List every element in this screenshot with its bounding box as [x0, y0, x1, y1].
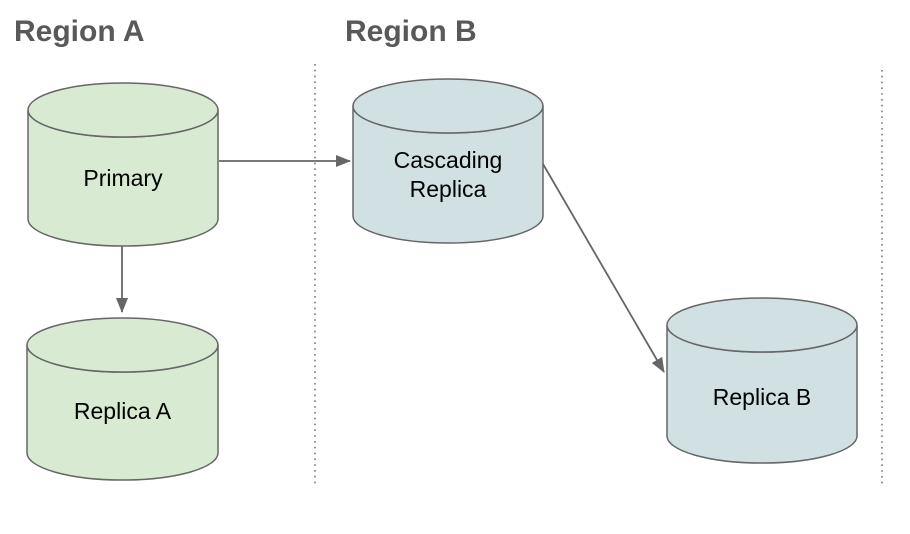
node-primary — [27, 82, 219, 247]
replica-a-cylinder-top — [26, 317, 219, 373]
replica-b-cylinder-top — [666, 297, 858, 353]
node-label-replica-a: Replica A — [73, 398, 172, 424]
node-label-cascading-replica: Cascading Replica — [393, 147, 503, 202]
node-replica-a — [26, 317, 219, 481]
region-a-title: Region A — [14, 15, 145, 48]
node-label-primary: Primary — [83, 165, 163, 191]
cascading-replica-cylinder-top — [352, 78, 544, 134]
node-cascading-replica — [352, 78, 544, 244]
edge-cascading-replica-to-replica-b — [542, 163, 665, 373]
node-replica-b — [666, 297, 858, 464]
node-label-replica-b: Replica B — [712, 384, 812, 410]
region-b-title: Region B — [345, 15, 477, 48]
primary-cylinder-top — [27, 82, 219, 138]
